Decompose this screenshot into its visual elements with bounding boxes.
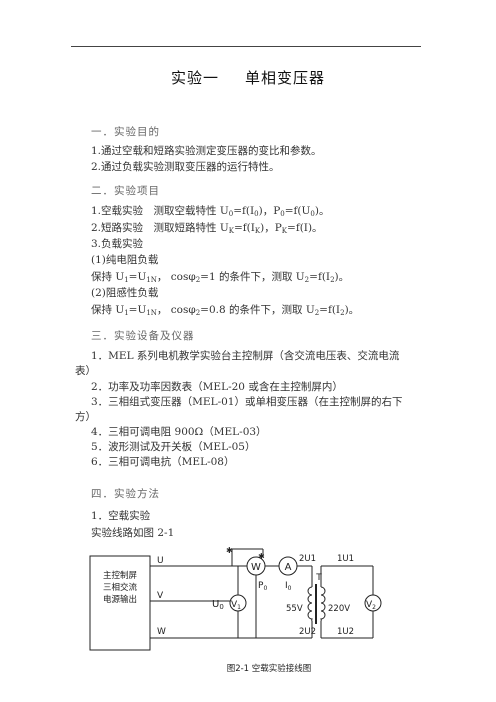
equipment-item: 2．功率及功率因数表（MEL-20 或含在主控制屏内） <box>91 381 343 393</box>
equipment-item: 6．三相可调电抗（MEL-08） <box>91 456 235 468</box>
equipment-item: 1．MEL 系列电机教学实验台主控制屏（含交流电压表、交流电流 <box>91 350 400 362</box>
section-heading-method: 四．实验方法 <box>91 488 160 500</box>
voltmeter-v1 <box>229 594 247 612</box>
ammeter-label: A <box>285 562 292 573</box>
p0-label: P0 <box>258 581 267 592</box>
equipment-item-continued: 表） <box>75 365 96 377</box>
transformer-label: T <box>315 573 322 583</box>
equipment-item: 3．三相组式变压器（MEL-01）或单相变压器（在主控制屏的右下 <box>91 396 403 408</box>
title-topic: 单相变压器 <box>245 69 326 87</box>
high-voltage-rating: 220V <box>328 604 350 614</box>
terminal-1u1: 1U1 <box>337 554 354 564</box>
equipment-item: 5．波形测试及开关板（MEL-05） <box>91 441 256 453</box>
section-heading-equipment: 三．实验设备及仪器 <box>91 330 195 342</box>
voltmeter-v1-label: V1 <box>231 600 241 611</box>
terminal-v: V <box>157 591 164 601</box>
voltmeter-v2 <box>364 594 382 612</box>
section-heading-items: 二．实验项目 <box>91 185 160 197</box>
item-inductive-load: (2)阻感性负载 <box>91 287 159 299</box>
source-label: 三相交流 <box>103 582 138 593</box>
page-title: 实验一 单相变压器 <box>0 67 496 88</box>
section-heading-objectives: 一．实验目的 <box>91 126 160 138</box>
u0-label: U0 <box>212 599 224 611</box>
wattmeter-label: W <box>251 562 261 573</box>
source-label: 主控制屏 <box>103 570 138 581</box>
polarity-mark: ✱ <box>226 546 233 555</box>
equipment-item: 4．三相可调电阻 900Ω（MEL-03） <box>91 426 267 438</box>
title-experiment-number: 实验一 <box>170 69 219 87</box>
power-source-box <box>89 555 151 651</box>
voltmeter-v2-label: V2 <box>366 600 376 611</box>
terminal-2u1: 2U1 <box>299 554 316 564</box>
item-inductive-condition: 保持 U1=U1N， cosφ2=0.8 的条件下，测取 U2=f(I2)。 <box>91 304 360 317</box>
ammeter <box>278 556 298 576</box>
item-no-load: 1.空载实验 测取空载特性 U0=f(I0)，P0=f(U0)。 <box>91 205 330 218</box>
objective-item: 2.通过负载实验测取变压器的运行特性。 <box>91 161 280 173</box>
item-resistive-load: (1)纯电阻负载 <box>91 254 159 266</box>
item-load-test: 3.负载实验 <box>91 238 144 250</box>
low-voltage-rating: 55V <box>286 604 303 614</box>
source-label: 电源输出 <box>103 594 137 605</box>
header-rule <box>71 46 421 47</box>
objective-item: 1.通过空载和短路实验测定变压器的变比和参数。 <box>91 145 322 157</box>
high-voltage-winding <box>320 586 326 622</box>
terminal-u: U <box>157 556 164 566</box>
figure-reference: 实验线路如图 2-1 <box>91 527 175 539</box>
low-voltage-winding <box>307 586 313 622</box>
item-short-circuit: 2.短路实验 测取短路特性 UK=f(IK)，PK=f(I)。 <box>91 222 323 235</box>
figure-caption: 图2-1 空载实验接线图 <box>227 663 312 674</box>
subsection-no-load-test: 1．空载实验 <box>91 510 151 522</box>
wattmeter <box>246 556 266 576</box>
polarity-mark: ✱ <box>258 552 265 561</box>
terminal-2u2: 2U2 <box>299 627 316 637</box>
item-resistive-condition: 保持 U1=U1N， cosφ2=1 的条件下，测取 U2=f(I2)。 <box>91 271 350 284</box>
equipment-item-continued: 方） <box>75 411 96 423</box>
terminal-1u2: 1U2 <box>337 627 354 637</box>
i0-label: I0 <box>285 581 292 592</box>
terminal-w: W <box>157 627 166 637</box>
